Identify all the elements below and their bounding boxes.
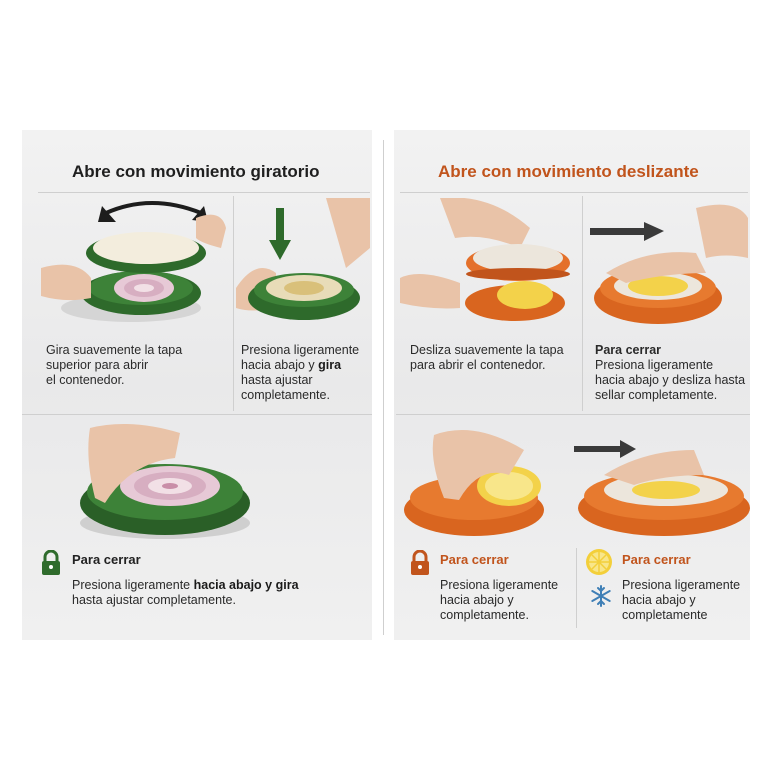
right-close-a-caption: Presiona ligeramente hacia abajo y compl… [440,578,558,623]
left-close-caption: Presiona ligeramente hacia abajo y gira … [72,578,299,608]
left-title: Abre con movimiento giratorio [72,162,320,181]
right-bottom-divider [576,548,577,628]
caption-line: hacia abajo y [622,593,696,607]
caption-line: sellar completamente. [595,388,718,402]
left-row-divider [22,414,372,415]
orange-containers-closed-illustration [404,430,750,536]
caption-line: Desliza suavemente la tapa [410,343,564,357]
caption-line: Presiona ligeramente hacia abajo y gira [72,578,299,593]
right-close-a-heading: Para cerrar [440,552,509,567]
caption-line: completamente [622,608,708,622]
snowflake-icon [591,585,611,607]
caption-line: superior para abrir [46,358,149,372]
caption-line: para abrir el contenedor. [410,358,546,372]
caption-line: Gira suavemente la tapa [46,343,183,357]
caption-line: Presiona ligeramente [440,578,559,592]
caption-line: completamente. [241,388,330,402]
caption-text: hacia abajo y [241,358,319,372]
caption-line: hasta ajustar [241,373,313,387]
right-close-b-caption: Presiona ligeramente hacia abajo y compl… [622,578,740,623]
caption-bold: hacia abajo y gira [193,578,299,592]
caption-line: Presiona ligeramente [595,358,714,372]
caption-line: el contenedor. [46,373,125,387]
green-container-press-illustration [236,198,370,320]
green-container-rotate-illustration [41,201,226,322]
caption-line: Presiona ligeramente [622,578,741,592]
lemon-icon [586,549,612,575]
left-title-rule [38,192,370,193]
caption-line: hacia abajo y gira [241,358,359,373]
right-title: Abre con movimiento deslizante [438,162,699,181]
caption-text: Presiona ligeramente [72,578,194,592]
right-title-rule [400,192,748,193]
right-step2-caption: Para cerrar Presiona ligeramente hacia a… [595,343,745,403]
right-row-divider [396,414,750,415]
caption-line: completamente. [440,608,529,622]
caption-line: hacia abajo y desliza hasta [595,373,746,387]
green-container-closed-illustration [80,424,250,539]
caption-line: hacia abajo y [440,593,514,607]
right-close-b-heading: Para cerrar [622,552,691,567]
caption-line: Presiona ligeramente [241,343,360,357]
caption-line: hasta ajustar completamente. [72,593,236,607]
lock-icon [42,550,60,575]
left-step2-caption: Presiona ligeramente hacia abajo y gira … [241,343,359,403]
right-step1-caption: Desliza suavemente la tapa para abrir el… [410,343,564,373]
left-vertical-divider [233,196,234,411]
orange-container-slide-illustration [400,198,570,321]
right-vertical-divider [582,196,583,411]
left-close-heading: Para cerrar [72,552,141,567]
lock-icon [411,550,429,575]
left-step1-caption: Gira suavemente la tapa superior para ab… [46,343,182,388]
caption-bold: gira [318,358,342,372]
center-divider [383,140,384,635]
orange-container-press-slide-illustration [590,204,748,324]
caption-heading: Para cerrar [595,343,662,357]
